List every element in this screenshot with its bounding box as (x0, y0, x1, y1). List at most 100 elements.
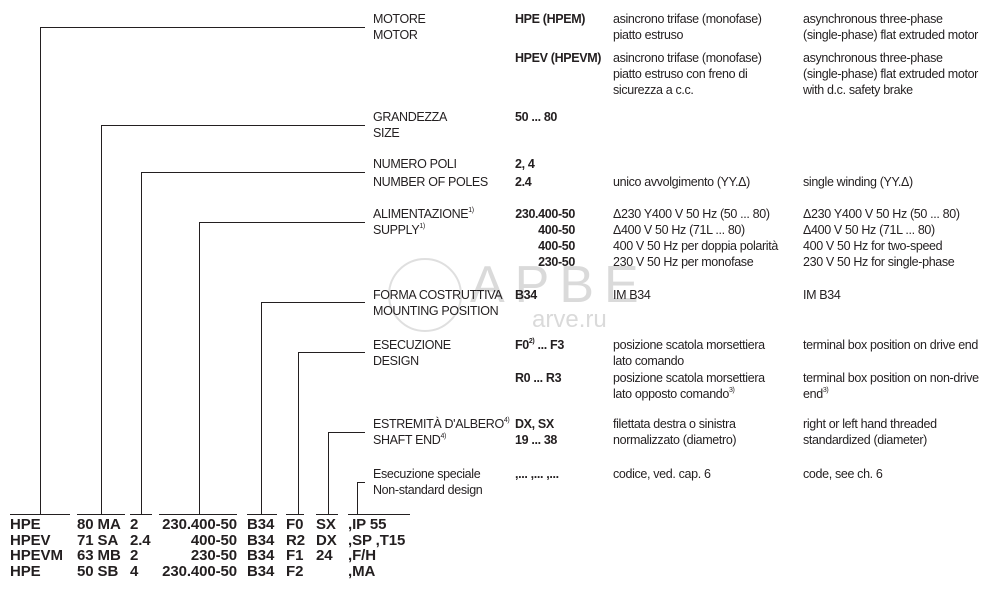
label-special-it: Esecuzione speciale (373, 467, 481, 481)
desc-en: 230 V 50 Hz for single-phase (803, 255, 955, 269)
leader-mounting (261, 302, 365, 303)
example-design: F2 (286, 562, 304, 580)
label-design-en: DESIGN (373, 354, 419, 368)
leader-shaft-v (328, 432, 329, 514)
leader-mounting-v (261, 302, 262, 514)
desc-it: asincrono trifase (monofase) piatto estr… (613, 51, 762, 97)
leader-design-v (298, 352, 299, 514)
example-shaft: SX (316, 516, 336, 533)
desc-en: right or left hand threaded (803, 417, 937, 431)
code-hpev: HPEV (HPEVM) (515, 51, 602, 65)
leader-supply-v (199, 222, 200, 514)
desc-it: codice, ved. cap. 6 (613, 467, 711, 481)
leader-special-v (357, 482, 358, 514)
desc-en: Δ230 Y400 V 50 Hz (50 ... 80) (803, 207, 960, 221)
footnote: 3) (729, 387, 735, 394)
desc-it: Δ400 V 50 Hz (71L ... 80) (613, 223, 745, 237)
code-shaft: DX, SX (515, 417, 554, 431)
desc-en: standardized (diameter) (803, 433, 927, 447)
code-poles: 2, 4 (515, 157, 535, 171)
code-design: R0 ... R3 (515, 371, 562, 385)
leader-size-v (101, 125, 102, 514)
footnote: 1) (468, 207, 474, 214)
label-poles-it: NUMERO POLI (373, 157, 457, 171)
underline-poles (130, 514, 152, 515)
example-shaft: DX (316, 531, 337, 549)
desc-it: 230 V 50 Hz per monofase (613, 255, 754, 269)
example-supply: 230-50 (190, 547, 237, 565)
example-size: 71 SA (77, 531, 119, 549)
underline-motor (10, 514, 70, 515)
code-supply: 230.400-50 (515, 207, 575, 221)
footnote: 2) (528, 338, 535, 345)
desc-it: unico avvolgimento (YY.Δ) (613, 175, 750, 189)
desc-en: single winding (YY.Δ) (803, 175, 913, 189)
label-design-it: ESECUZIONE (373, 338, 451, 352)
desc-it: normalizzato (diametro) (613, 433, 737, 447)
label-text: ALIMENTAZIONE (373, 207, 469, 221)
example-size: 80 MA (77, 516, 121, 533)
underline-mounting (247, 514, 277, 515)
leader-shaft (328, 432, 365, 433)
leader-motor (40, 27, 365, 28)
example-special: ,SP ,T15 (348, 531, 406, 549)
desc-text: posizione scatola morsettiera lato oppos… (613, 371, 765, 401)
desc-it: 400 V 50 Hz per doppia polarità (613, 239, 778, 253)
example-mounting: B34 (247, 516, 275, 533)
example-motor: HPE (10, 562, 41, 580)
underline-size (77, 514, 125, 515)
example-design: R2 (286, 531, 305, 549)
underline-shaft (316, 514, 338, 515)
label-poles-en: NUMBER OF POLES (373, 175, 488, 189)
example-size: 63 MB (77, 547, 121, 565)
underline-supply (159, 514, 237, 515)
label-size-en: SIZE (373, 126, 400, 140)
leader-poles-v (141, 172, 142, 514)
example-mounting: B34 (247, 562, 275, 580)
desc-it: posizione scatola morsettiera lato oppos… (613, 370, 765, 402)
code-supply: 400-50 (538, 239, 575, 253)
label-mounting-it: FORMA COSTRUTTIVA (373, 288, 503, 302)
desc-en: terminal box position on drive end (803, 338, 979, 352)
example-supply: 230.400-50 (162, 516, 237, 533)
desc-it: filettata destra o sinistra (613, 417, 736, 431)
example-special: ,IP 55 (348, 516, 387, 533)
label-motor-en: MOTOR (373, 28, 418, 42)
example-size: 50 SB (77, 562, 119, 580)
underline-design (286, 514, 304, 515)
example-supply: 400-50 (190, 531, 237, 549)
example-motor: HPE (10, 516, 41, 533)
example-special: ,F/H (348, 547, 376, 565)
leader-special (357, 482, 365, 483)
desc-it: posizione scatola morsettiera lato coman… (613, 338, 765, 368)
leader-supply (199, 222, 365, 223)
code-mounting: B34 (515, 288, 537, 302)
label-shaft-en: SHAFT END4) (373, 432, 446, 448)
example-poles: 2 (130, 516, 139, 533)
label-size-it: GRANDEZZA (373, 110, 447, 124)
watermark-site: arve.ru (532, 306, 607, 333)
example-design: F0 (286, 516, 304, 533)
label-text: SUPPLY (373, 223, 420, 237)
desc-en: asynchronous three-phase (single-phase) … (803, 12, 978, 42)
underline-special (348, 514, 410, 515)
watermark-logo (388, 258, 462, 332)
example-design: F1 (286, 547, 304, 565)
footnote: 3) (822, 387, 829, 394)
code-hpe: HPE (HPEM) (515, 12, 586, 26)
example-poles: 2 (130, 547, 139, 565)
label-text: ESTREMITÀ D'ALBERO (373, 417, 504, 431)
footnote: 4) (440, 433, 446, 440)
desc-en: IM B34 (803, 288, 841, 302)
desc-it: IM B34 (613, 288, 651, 302)
desc-en: Δ400 V 50 Hz (71L ... 80) (803, 223, 935, 237)
label-supply-it: ALIMENTAZIONE1) (373, 206, 474, 222)
leader-poles (141, 172, 365, 173)
example-mounting: B34 (247, 547, 275, 565)
footnote: 1) (419, 223, 425, 230)
code-shaft: 19 ... 38 (515, 433, 558, 447)
watermark-text: APBE (470, 256, 649, 314)
code-text: ... F3 (534, 338, 565, 352)
example-poles: 2.4 (130, 531, 151, 549)
